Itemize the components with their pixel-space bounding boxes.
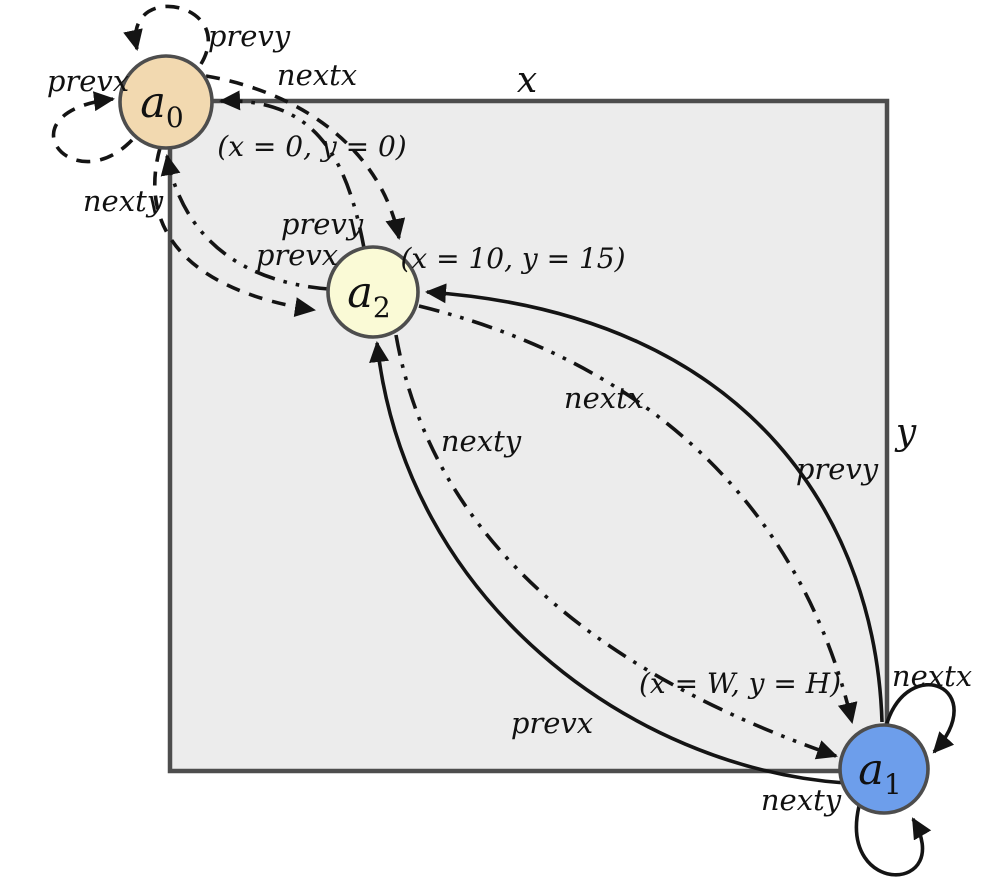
edge-a2-a1-nextx — [418, 304, 858, 724]
edge-label-nextx-a2-a1: nextx — [564, 381, 644, 415]
edge-label-nexty-a0-a2: nexty — [83, 184, 164, 218]
edge-a1-a2-prevy — [425, 283, 884, 723]
node-a1-label: a1 — [858, 745, 901, 801]
edge-label-nextx-a0-a2: nextx — [277, 58, 357, 92]
state-node-a2 — [326, 245, 420, 339]
edge-label-prevy-a2-a0: prevy — [281, 207, 364, 241]
x-axis-label: x — [517, 60, 537, 101]
node-a2-label: a2 — [347, 268, 390, 324]
state-node-a1 — [838, 723, 930, 815]
edge-a0-selfloop-prevy — [123, 4, 210, 65]
state-node-a0 — [118, 54, 214, 150]
edge-a2-a0-prevy — [219, 90, 366, 249]
edge-label-nexty-a1: nexty — [761, 783, 842, 817]
edge-label-prevx-a1-a2: prevx — [511, 706, 593, 740]
edge-label-prevy-a0: prevy — [208, 19, 291, 53]
edge-a0-selfloop-prevx — [51, 91, 134, 164]
edge-label-prevy-a1-a2: prevy — [796, 452, 879, 486]
edge-label-nextx-a1: nextx — [892, 659, 972, 693]
edge-a1-a2-prevx — [369, 341, 846, 785]
node-a0-label: a0 — [140, 78, 183, 134]
edge-label-prevx-a2-a0: prevx — [256, 238, 338, 272]
edge-a0-a2-nextx — [205, 74, 406, 240]
coord-label-a2: (x = 10, y = 15) — [400, 242, 625, 275]
grid-region — [167, 98, 890, 774]
coord-label-a0: (x = 0, y = 0) — [217, 130, 406, 163]
edge-label-prevx-a0: prevx — [47, 64, 129, 98]
edge-a1-selfloop-nextx — [884, 683, 956, 754]
edge-a0-a2-nexty — [153, 147, 316, 318]
coord-label-a1: (x = W, y = H) — [639, 667, 841, 700]
edge-a1-selfloop-nexty — [854, 805, 932, 877]
edge-a2-a1-nexty — [394, 334, 838, 760]
edge-a2-a0-prevx — [160, 154, 330, 291]
y-axis-label: y — [894, 412, 917, 453]
edge-label-nexty-a2-a1: nexty — [441, 424, 522, 458]
